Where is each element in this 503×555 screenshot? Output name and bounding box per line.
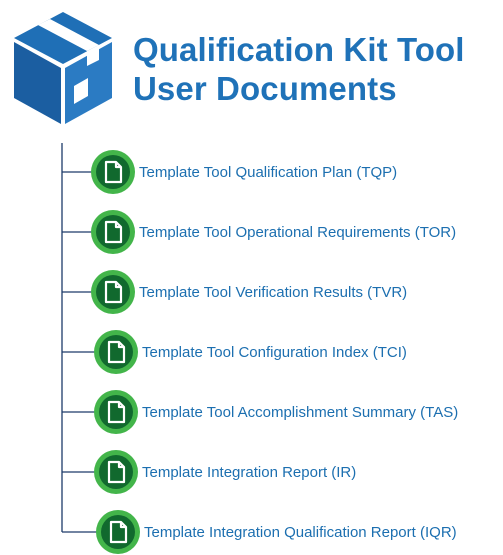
package-box-icon xyxy=(14,12,112,124)
document-icon xyxy=(91,150,135,194)
doc-label: Template Tool Verification Results (TVR) xyxy=(139,283,408,301)
document-icon xyxy=(94,330,138,374)
doc-label: Template Integration Qualification Repor… xyxy=(144,523,457,541)
doc-label: Template Tool Operational Requirements (… xyxy=(139,223,457,241)
document-icon xyxy=(91,210,135,254)
document-icon xyxy=(91,270,135,314)
doc-label: Template Tool Configuration Index (TCI) xyxy=(142,343,407,361)
document-icon xyxy=(94,450,138,494)
document-icon xyxy=(96,510,140,554)
doc-link-tvr[interactable]: Template Tool Verification Results (TVR) xyxy=(90,269,407,315)
doc-label: Template Tool Qualification Plan (TQP) xyxy=(139,163,398,181)
doc-label: Template Tool Accomplishment Summary (TA… xyxy=(142,403,459,421)
title-line-2: User Documents xyxy=(133,70,397,107)
doc-link-tci[interactable]: Template Tool Configuration Index (TCI) xyxy=(93,329,407,375)
doc-link-tqp[interactable]: Template Tool Qualification Plan (TQP) xyxy=(90,149,397,195)
document-icon xyxy=(94,390,138,434)
doc-label: Template Integration Report (IR) xyxy=(142,463,357,481)
doc-link-tas[interactable]: Template Tool Accomplishment Summary (TA… xyxy=(93,389,458,435)
title-line-1: Qualification Kit Tool xyxy=(133,31,465,68)
page-title: Qualification Kit Tool User Documents xyxy=(133,30,465,108)
doc-link-ir[interactable]: Template Integration Report (IR) xyxy=(93,449,356,495)
doc-link-iqr[interactable]: Template Integration Qualification Repor… xyxy=(95,509,457,555)
doc-link-tor[interactable]: Template Tool Operational Requirements (… xyxy=(90,209,456,255)
